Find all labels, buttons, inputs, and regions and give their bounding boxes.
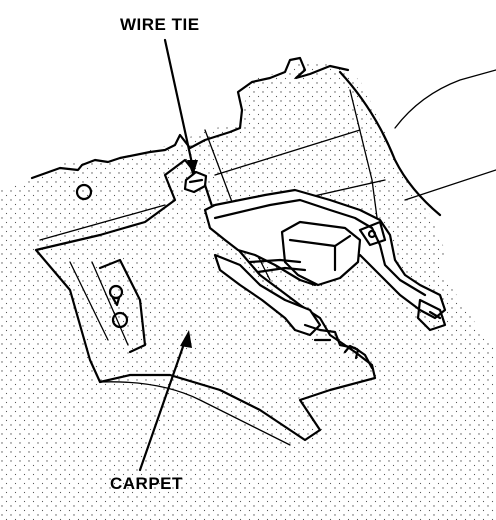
- wire-tie-label: WIRE TIE: [120, 15, 200, 34]
- wire-harness-b: [256, 266, 307, 274]
- right-clip: [416, 298, 447, 332]
- seam-mid-upper: [214, 129, 361, 176]
- carpet-label: CARPET: [110, 474, 183, 493]
- wire-tie-leader: [163, 38, 195, 170]
- floor-right-curve: [338, 70, 442, 217]
- carpet-tab: [343, 344, 360, 360]
- carpet-right-edge: [303, 323, 374, 370]
- panel-line-right: [404, 169, 496, 201]
- carpet-arrowhead: [180, 330, 192, 348]
- left-bracket-lines: [69, 261, 129, 346]
- right-clip-tab: [428, 310, 442, 320]
- wire-tie-arrowhead: [187, 160, 198, 176]
- carpet-leader: [138, 336, 188, 472]
- carpet-sheet: [34, 158, 377, 442]
- wire-harness-a: [248, 258, 302, 264]
- carpet-lower-edge: [99, 381, 291, 446]
- wire-tie-band: [188, 178, 204, 184]
- harness-inner-line: [213, 198, 427, 297]
- right-mount-hole: [367, 229, 377, 239]
- right-mount: [358, 220, 387, 247]
- bracket-hole-bottom: [111, 311, 129, 329]
- seam-left: [39, 204, 166, 241]
- left-bracket: [98, 258, 147, 354]
- hole-left: [75, 183, 93, 201]
- panel-line-top-right: [394, 69, 496, 129]
- bracket-slot: [111, 296, 121, 307]
- lower-channel: [213, 253, 322, 337]
- floor-upper-edge: [30, 56, 350, 180]
